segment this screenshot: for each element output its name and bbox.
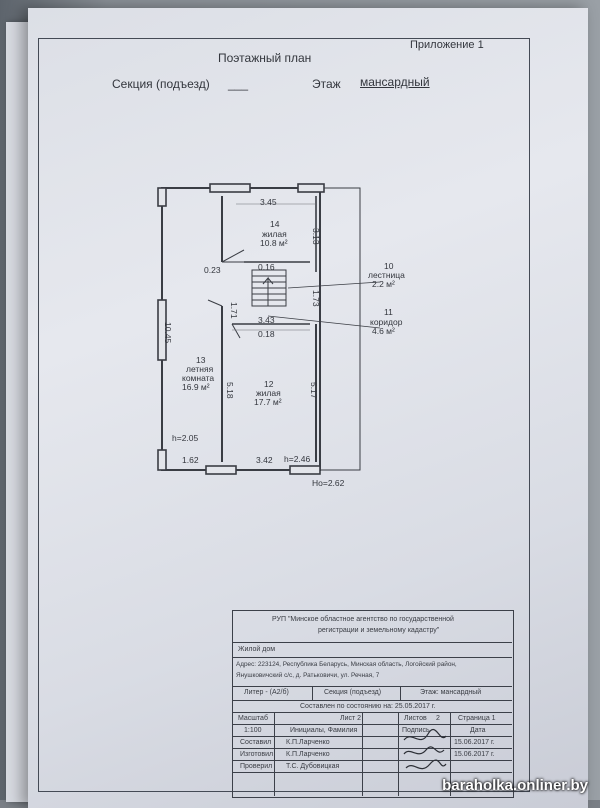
dim-018: 0.18: [258, 329, 275, 339]
dim-top-width: 3.45: [260, 197, 277, 207]
page-label: Страница 1: [458, 715, 496, 722]
room-13-type2: комната: [182, 373, 215, 383]
room-11-num: 11: [384, 307, 393, 317]
dim-h246: h=2.46: [284, 454, 311, 464]
watermark: baraholka.onliner.by: [442, 777, 588, 794]
dim-343: 3.43: [258, 315, 275, 325]
stamp-floor: Этаж: мансардный: [420, 689, 482, 696]
appendix-label: Приложение 1: [410, 39, 484, 51]
scale-value: 1:100: [244, 727, 262, 734]
sheet-label: Лист 2: [340, 715, 362, 722]
stamp-org2: регистрации и земельному кадастру": [318, 627, 440, 634]
section-value: ___: [228, 77, 249, 91]
room-13-num: 13: [196, 355, 206, 365]
section-label: Секция (подъезд): [112, 77, 210, 91]
floor-label: Этаж: [312, 77, 341, 91]
room-13-type: летняя: [186, 364, 214, 374]
room-10-num: 10: [384, 261, 394, 271]
dim-bottom-342: 3.42: [256, 455, 273, 465]
room-11-type: коридор: [370, 317, 403, 327]
initials-label: Инициалы, Фамилия: [290, 727, 358, 734]
room-12-type: жилая: [256, 388, 281, 398]
dim-bottom-162: 1.62: [182, 455, 199, 465]
title-block: [232, 610, 514, 798]
stamp-org: РУП "Минское областное агентство по госу…: [272, 616, 454, 623]
stamp-section: Секция (подъезд): [324, 689, 382, 696]
sheets-value: 2: [436, 715, 440, 722]
room-12-area: 17.7 м²: [254, 397, 282, 407]
room-12-num: 12: [264, 379, 274, 389]
room-11-area: 4.6 м²: [372, 326, 395, 336]
room-13-area: 16.9 м²: [182, 382, 210, 392]
sheets-label: Листов: [404, 715, 427, 722]
dim-023: 0.23: [204, 265, 221, 275]
dim-h205: h=2.05: [172, 433, 199, 443]
dim-ho262: Ho=2.62: [312, 478, 345, 488]
row-name: К.П.Ларченко: [286, 739, 330, 746]
dim-016: 0.16: [258, 262, 275, 272]
row-date: 15.06.2017 г.: [454, 751, 495, 758]
row-role: Проверил: [240, 763, 273, 770]
room-10-area: 2.2 м²: [372, 279, 395, 289]
room-10-type: лестница: [368, 270, 405, 280]
room-14-area: 10.8 м²: [260, 238, 288, 248]
stamp-address: Адрес: 223124, Республика Беларусь, Минс…: [236, 661, 457, 668]
stamp-composed: Составлен по состоянию на: 25.05.2017 г.: [300, 703, 436, 710]
room-14-type: жилая: [262, 229, 287, 239]
drawing-frame: [38, 38, 530, 792]
sign-label: Подпись: [402, 727, 430, 734]
row-name: Т.С. Дубовицкая: [286, 763, 340, 770]
stamp-address2: Янушковичский с/с, д. Ратьковичи, ул. Ре…: [236, 672, 380, 679]
outline-right: [320, 187, 361, 471]
stamp-litera: Литер - (А2/б): [244, 689, 289, 696]
row-role: Изготовил: [240, 751, 274, 758]
row-name: К.П.Ларченко: [286, 751, 330, 758]
row-role: Составил: [240, 739, 272, 746]
row-date: 15.06.2017 г.: [454, 739, 495, 746]
page-title: Поэтажный план: [218, 51, 312, 65]
scale-label: Масштаб: [238, 715, 268, 722]
stairs: [251, 269, 287, 307]
room-14-num: 14: [270, 219, 280, 229]
document-sheet: [28, 8, 588, 808]
stamp-object: Жилой дом: [238, 646, 276, 653]
date-label: Дата: [470, 727, 486, 734]
floor-value: мансардный: [360, 75, 430, 89]
